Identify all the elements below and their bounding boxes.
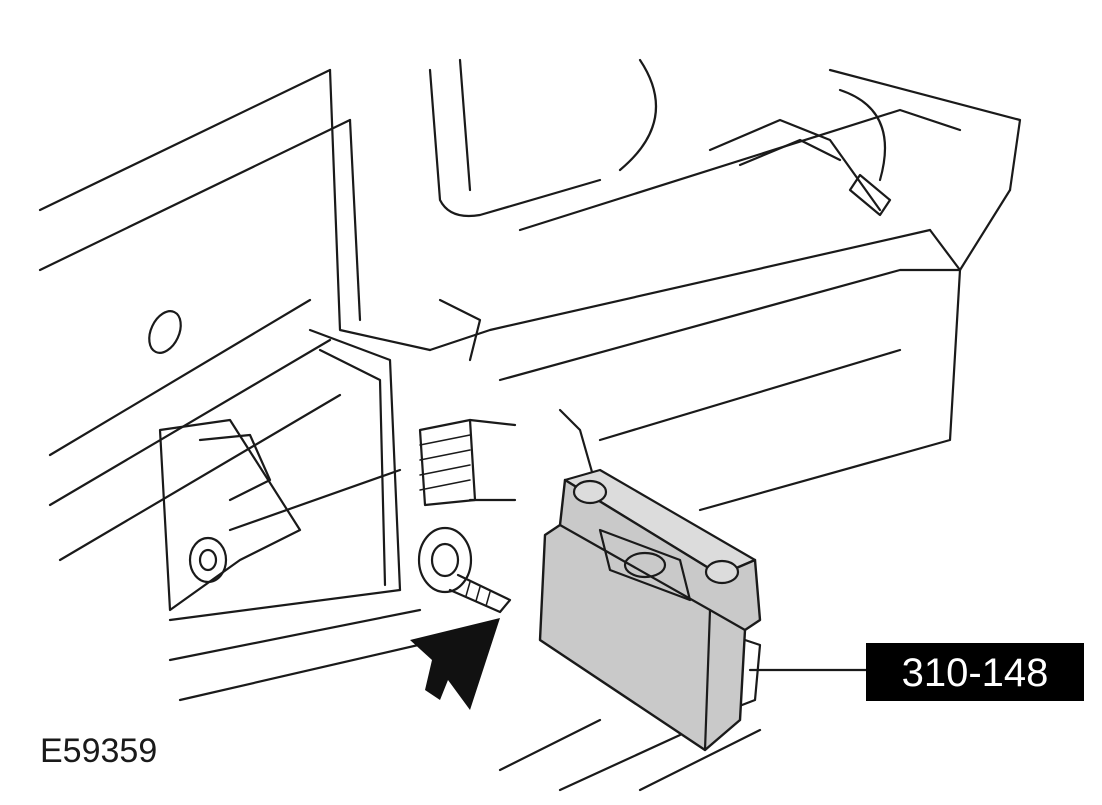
figure-id: E59359: [40, 732, 157, 770]
special-tool: [538, 468, 762, 752]
callout-text: 310-148: [902, 651, 1049, 695]
callout-label: 310-148: [866, 643, 1084, 701]
fasteners: [188, 173, 892, 614]
chassis-panels: [38, 58, 1022, 792]
direction-arrow-icon: [410, 618, 500, 710]
